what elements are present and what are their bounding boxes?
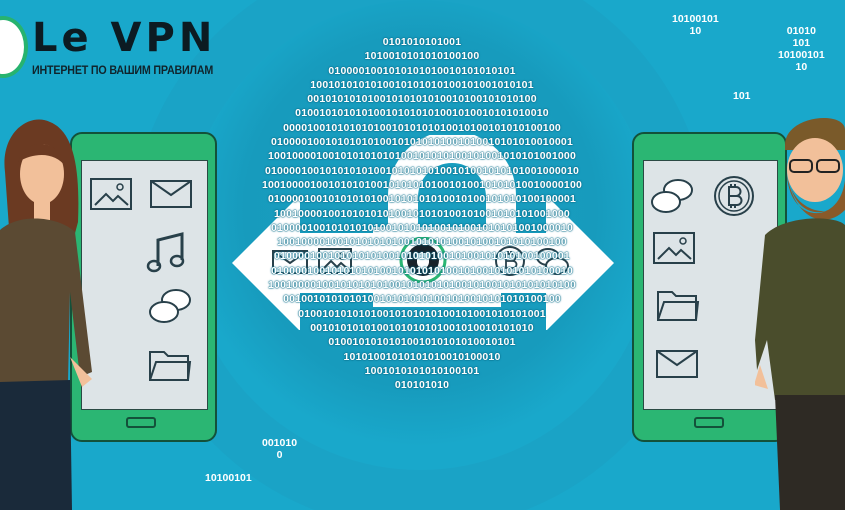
binary-line: 10101001010101010010100010 (343, 350, 501, 363)
left-phone (70, 132, 217, 442)
binary-line: 1001000010010101010100101010101001010010… (267, 279, 577, 292)
shield-badge-icon (0, 16, 28, 78)
binary-line: 1001000010010101010100101010100101001010… (274, 207, 570, 220)
binary-text: 101 (733, 90, 751, 102)
image-icon (90, 178, 132, 210)
binary-line: 0100001001010101010010101010100101001010… (271, 136, 573, 149)
folder-icon (656, 288, 700, 322)
binary-line: 1001000010010101010100101010100101001010… (277, 236, 567, 249)
binary-line: 010101010 (394, 379, 450, 392)
man-illustration (755, 118, 845, 510)
binary-text: 10100101 10 (672, 13, 719, 37)
binary-text: 01010 101 10100101 10 (778, 25, 825, 73)
binary-line: 1001010101010010101010100101001010101 (310, 78, 534, 91)
binary-line: 0000100101010101001010101010010100101010… (283, 121, 561, 134)
home-button[interactable] (126, 417, 156, 428)
chat-bubbles-icon (148, 288, 192, 326)
binary-line: 0100001001010101010010101010100101001010… (264, 164, 580, 177)
binary-line: 0100001001010101010010101010010100101010… (274, 250, 570, 263)
binary-line: 1001000010010101010101001010101001010010… (267, 150, 577, 163)
envelope-icon (656, 350, 698, 378)
binary-line: 0010010101010100101010101001010010101010… (283, 293, 561, 306)
logo-title: Le VPN (32, 15, 217, 61)
image-icon (653, 232, 695, 264)
binary-line: 0100101010101001010101010010100101010100… (298, 307, 546, 320)
le-vpn-shield-icon (395, 237, 451, 283)
bitcoin-icon (494, 245, 526, 277)
chat-bubbles-icon (650, 178, 694, 216)
binary-text: 001010 0 (262, 437, 298, 461)
logo-subtitle: ИНТЕРНЕТ ПО ВАШИМ ПРАВИЛАМ (32, 65, 214, 77)
le-vpn-logo[interactable]: Le VPN ИНТЕРНЕТ ПО ВАШИМ ПРАВИЛАМ (0, 8, 240, 83)
binary-line: 0100001001010101010010101010100101001010… (271, 264, 573, 277)
binary-line: 0100101010101001010101010010101 (328, 336, 516, 349)
lock-shackle (388, 135, 516, 240)
image-icon (318, 248, 352, 274)
binary-line: 0101010101001 (382, 36, 462, 48)
binary-line: 1001010101010100101 (364, 364, 480, 377)
binary-line: 0100101010101001010101010010100101010100… (295, 107, 549, 120)
home-button[interactable] (694, 417, 724, 428)
binary-line: 1010010101010100100 (364, 50, 480, 63)
binary-line: 0100001001010101010010101010101 (328, 64, 516, 77)
binary-line: 0100001001010101010010101010010100101010… (271, 221, 573, 234)
binary-line: 1001000010010101010010101010100101001010… (261, 178, 583, 191)
envelope-icon (272, 250, 308, 274)
bitcoin-icon (712, 174, 756, 218)
envelope-icon (150, 180, 192, 208)
binary-line: 0100001001010101010010101010100101001010… (267, 193, 577, 206)
phone-screen (81, 160, 208, 410)
chat-bubbles-icon (535, 246, 571, 278)
woman-illustration (0, 119, 92, 510)
music-note-icon (146, 232, 186, 274)
binary-line: 0010101010100101010101001010010101010 (310, 321, 534, 334)
binary-text: 10100101 (205, 472, 252, 484)
folder-icon (148, 348, 192, 382)
binary-line: 00101010101001010101010010100101010100 (307, 93, 537, 106)
